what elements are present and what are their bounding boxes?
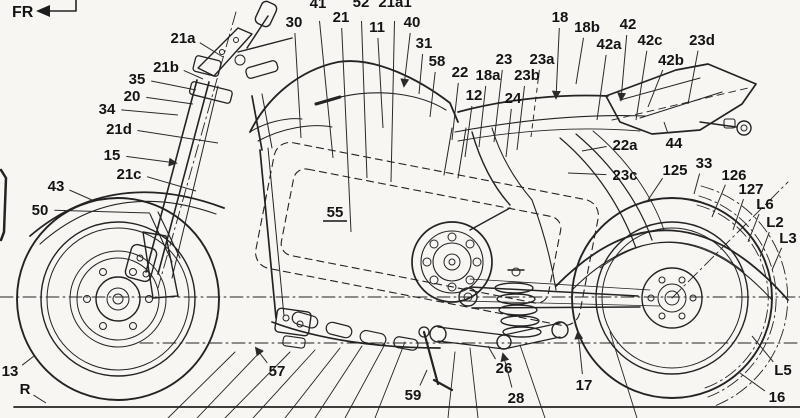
leader-line-21b <box>184 70 203 79</box>
ref-label-L5: L5 <box>774 362 792 379</box>
ref-label-18b: 18b <box>574 19 600 36</box>
leader-line-42a <box>597 55 606 120</box>
ref-label-20: 20 <box>124 88 141 105</box>
ref-label-23c: 23c <box>612 167 637 184</box>
ref-label-21b: 21b <box>153 59 179 76</box>
front-wheel <box>17 198 219 400</box>
leader-line-52 <box>362 21 368 178</box>
ref-label-50: 50 <box>32 202 49 219</box>
ref-label-L6: L6 <box>756 196 774 213</box>
leader-line-41 <box>320 21 334 158</box>
leader-line-18b <box>576 38 584 84</box>
ref-label-31: 31 <box>416 35 433 52</box>
leader-line-R <box>34 395 47 403</box>
edge-artifact <box>1 170 6 240</box>
ref-label-58: 58 <box>429 53 446 70</box>
leader-line-11 <box>378 38 383 128</box>
ref-label-12: 12 <box>466 87 483 104</box>
leader-line-23d <box>688 51 698 104</box>
fr-label: FR <box>12 4 34 21</box>
leader-line-33 <box>694 174 700 195</box>
leader-line-13 <box>22 356 34 365</box>
ref-label-30: 30 <box>286 14 303 31</box>
ref-label-23: 23 <box>496 51 513 68</box>
ref-label-42b: 42b <box>658 52 684 69</box>
ref-label-15: 15 <box>104 147 121 164</box>
leader-line-31 <box>419 54 423 94</box>
ref-label-42a: 42a <box>596 36 622 53</box>
ref-label-21a: 21a <box>170 30 196 47</box>
ref-label-21c: 21c <box>116 166 141 183</box>
leader-line-34 <box>121 110 178 115</box>
fr-direction-indicator: FR <box>12 0 76 21</box>
rear-shock <box>430 268 568 349</box>
ref-label-18: 18 <box>552 9 569 26</box>
leader-line-44 <box>664 122 668 133</box>
leader-line-58 <box>430 72 435 117</box>
ref-label-41: 41 <box>310 0 327 12</box>
ref-label-23b: 23b <box>514 67 540 84</box>
ref-label-16: 16 <box>769 389 786 406</box>
leader-line-43 <box>69 190 92 200</box>
leader-line-35 <box>151 81 196 90</box>
ref-label-55: 55 <box>327 204 344 221</box>
ref-label-33: 33 <box>696 155 713 172</box>
kickstand <box>419 327 452 390</box>
leader-line-12 <box>465 106 472 157</box>
ref-label-42: 42 <box>620 16 637 33</box>
ref-label-42c: 42c <box>637 32 662 49</box>
ref-label-43: 43 <box>48 178 65 195</box>
ref-label-40: 40 <box>404 14 421 31</box>
fr-arrow-icon <box>36 5 50 17</box>
leader-line-21a1 <box>391 21 395 182</box>
ref-label-52: 52 <box>353 0 370 11</box>
ref-label-22: 22 <box>452 64 469 81</box>
ref-label-R: R <box>20 381 31 398</box>
ref-label-57: 57 <box>269 363 286 380</box>
leader-line-15 <box>126 156 176 163</box>
ref-label-44: 44 <box>666 135 683 152</box>
ref-label-22a: 22a <box>612 137 638 154</box>
leader-line-20 <box>146 97 193 104</box>
leader-line-42c <box>636 51 647 120</box>
cropped-leader-lines <box>168 332 637 418</box>
leader-line-16 <box>740 373 765 391</box>
ref-label-23d: 23d <box>689 32 715 49</box>
ref-label-23a: 23a <box>529 51 555 68</box>
ref-label-34: 34 <box>99 101 116 118</box>
battery-box <box>253 140 601 329</box>
ref-label-13: 13 <box>2 363 19 380</box>
ref-label-24: 24 <box>505 90 522 107</box>
ref-label-L2: L2 <box>766 214 784 231</box>
leader-line-21 <box>342 28 351 232</box>
ref-label-L3: L3 <box>779 230 797 247</box>
fuel-tank-cover <box>250 61 458 141</box>
leader-line-125 <box>648 178 663 200</box>
leader-line-30 <box>295 33 301 138</box>
leader-line-18 <box>556 28 559 98</box>
ref-label-18a: 18a <box>475 67 501 84</box>
ref-label-11: 11 <box>369 19 385 36</box>
ref-label-35: 35 <box>129 71 146 88</box>
ref-label-59: 59 <box>405 387 422 404</box>
ref-label-17: 17 <box>576 377 593 394</box>
leader-line-59 <box>420 370 427 385</box>
main-frame <box>252 94 556 351</box>
ref-label-21: 21 <box>333 9 350 26</box>
ref-label-28: 28 <box>508 390 525 407</box>
ref-label-21a1: 21a1 <box>378 0 411 11</box>
leader-line-L3 <box>772 248 782 270</box>
ref-label-125: 125 <box>662 162 687 179</box>
ref-label-21d: 21d <box>106 121 132 138</box>
handlebar-cluster <box>198 0 292 79</box>
leader-line-23c <box>568 173 606 175</box>
ref-label-26: 26 <box>496 360 513 377</box>
